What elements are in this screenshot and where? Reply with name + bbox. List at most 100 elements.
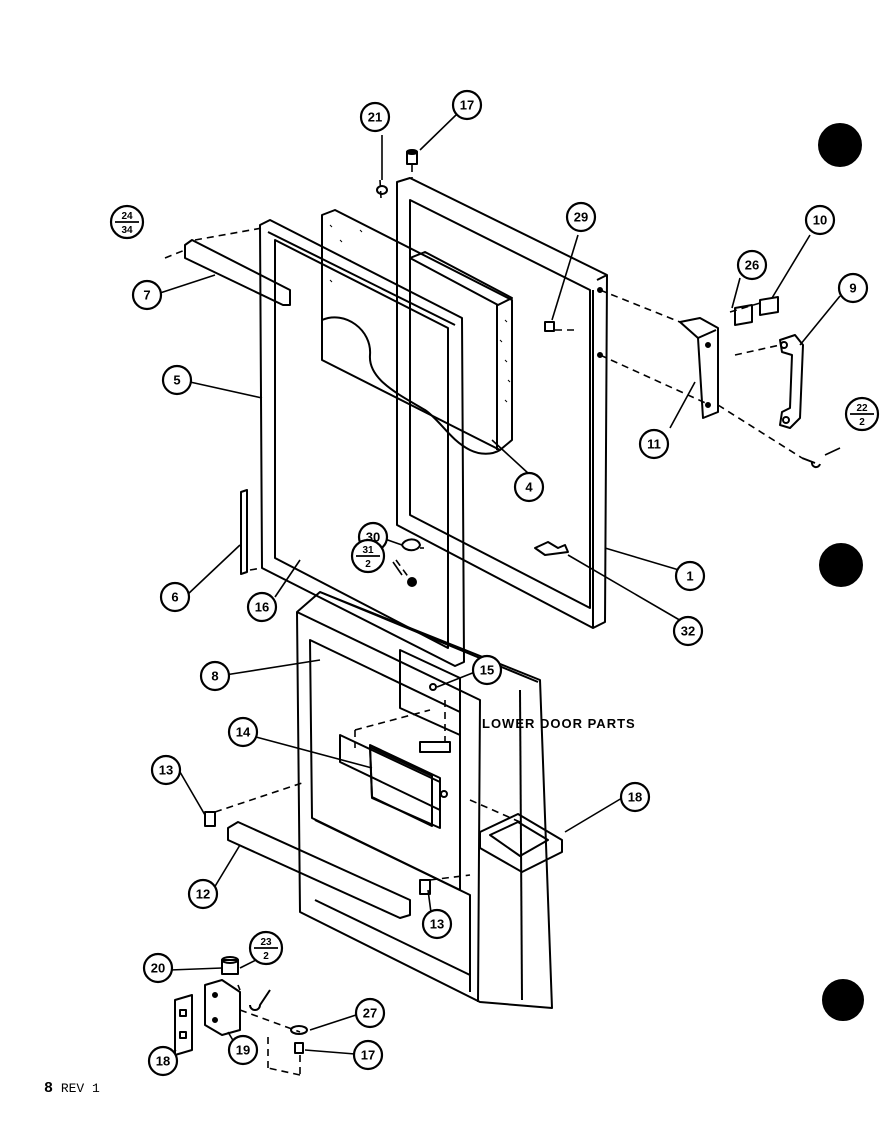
callout-20: 20 xyxy=(142,952,174,984)
callout-circle xyxy=(227,716,259,748)
callout-circle xyxy=(352,1039,384,1071)
sheet-number: 8 xyxy=(44,1080,54,1097)
callout-label: 17 xyxy=(460,98,474,113)
fraction-top: 31 xyxy=(362,545,374,556)
binder-hole xyxy=(818,123,862,167)
part-17-bushing xyxy=(406,149,418,165)
callout-6: 6 xyxy=(159,581,191,613)
callout-circle xyxy=(837,272,869,304)
part-16-tray xyxy=(479,813,563,873)
callout-circle xyxy=(513,471,545,503)
fraction-top: 24 xyxy=(121,211,133,222)
part-27-washer xyxy=(290,1025,308,1035)
callout-label: 1 xyxy=(686,569,693,584)
part-26-plate xyxy=(734,304,753,326)
callout-circle xyxy=(359,101,391,133)
callout-label: 21 xyxy=(368,110,382,125)
callout-18: 18 xyxy=(619,781,651,813)
callout-13: 13 xyxy=(421,908,453,940)
fraction-bottom: 2 xyxy=(859,417,865,428)
callout-circle xyxy=(161,364,193,396)
callout-label: 26 xyxy=(745,258,759,273)
part-18-plate xyxy=(174,994,193,1056)
part-21-nut xyxy=(376,185,388,195)
fraction-top: 22 xyxy=(856,403,868,414)
part-4-insulation xyxy=(321,209,513,455)
part-30-cam xyxy=(401,538,421,552)
callout-circle xyxy=(246,591,278,623)
callout-5: 5 xyxy=(161,364,193,396)
callout-circle xyxy=(421,908,453,940)
part-12-bottom-rail xyxy=(227,821,411,919)
callout-circle xyxy=(147,1045,179,1077)
part-20-bushing xyxy=(221,956,239,975)
callout-label: 20 xyxy=(151,961,165,976)
part-17-bushing xyxy=(294,1042,304,1054)
callout-13: 13 xyxy=(150,754,182,786)
callout-label: 9 xyxy=(849,281,856,296)
callout-circle xyxy=(565,201,597,233)
callout-circle xyxy=(736,249,768,281)
callout-circle xyxy=(150,754,182,786)
callout-11: 11 xyxy=(638,428,670,460)
part-7-top-trim xyxy=(184,239,291,306)
screw xyxy=(249,989,271,1011)
callout-26: 26 xyxy=(736,249,768,281)
callout-label: 13 xyxy=(430,917,444,932)
part-14-plate xyxy=(369,746,448,827)
callout-32: 32 xyxy=(672,615,704,647)
callout-1: 1 xyxy=(674,560,706,592)
part-13-bracket xyxy=(204,811,216,827)
callout-9: 9 xyxy=(837,272,869,304)
callout-27: 27 xyxy=(354,997,386,1029)
part-32-latch xyxy=(534,541,569,556)
part-10-plate xyxy=(759,296,779,316)
callout-circle xyxy=(159,581,191,613)
callout-29: 29 xyxy=(565,201,597,233)
revision-note: 8 REV 1 xyxy=(44,1080,100,1097)
callout-label: 27 xyxy=(363,1006,377,1021)
callout-label: 16 xyxy=(255,600,269,615)
callout-15: 15 xyxy=(471,654,503,686)
binder-hole xyxy=(819,543,863,587)
fraction-top: 23 xyxy=(260,937,272,948)
callout-label: 12 xyxy=(196,887,210,902)
part-13-bracket xyxy=(419,879,431,895)
fraction-callout-31-2: 312 xyxy=(350,538,386,574)
diagram-caption: LOWER DOOR PARTS xyxy=(482,716,636,731)
callout-label: 14 xyxy=(236,725,251,740)
callout-circle xyxy=(199,660,231,692)
callout-8: 8 xyxy=(199,660,231,692)
callout-circle xyxy=(354,997,386,1029)
callout-16: 16 xyxy=(246,591,278,623)
fraction-callout-22-2: 222 xyxy=(844,396,880,432)
callout-label: 17 xyxy=(361,1048,375,1063)
callout-circle xyxy=(131,279,163,311)
part-8-inner-liner xyxy=(296,591,553,1009)
callout-label: 6 xyxy=(171,590,178,605)
part-1-outer-door-frame xyxy=(396,177,608,629)
part-9-handle xyxy=(779,334,804,429)
callout-label: 5 xyxy=(173,373,180,388)
part-15-screw xyxy=(429,683,437,691)
fraction-bottom: 2 xyxy=(263,951,269,962)
callout-10: 10 xyxy=(804,204,836,236)
part-29-clip xyxy=(544,321,555,332)
callout-label: 18 xyxy=(156,1054,170,1069)
callout-circle xyxy=(638,428,670,460)
revision-label: REV 1 xyxy=(60,1081,100,1096)
callout-label: 11 xyxy=(647,437,661,452)
callout-circle xyxy=(619,781,651,813)
callout-circle xyxy=(672,615,704,647)
callout-circle xyxy=(674,560,706,592)
fraction-bottom: 2 xyxy=(365,559,371,570)
callout-label: 10 xyxy=(813,213,827,228)
callout-circle xyxy=(187,878,219,910)
callout-17: 17 xyxy=(352,1039,384,1071)
callout-17: 17 xyxy=(451,89,483,121)
fraction-callout-23-2: 232 xyxy=(248,930,284,966)
part-6-side-trim xyxy=(240,489,248,575)
callout-circle xyxy=(142,952,174,984)
